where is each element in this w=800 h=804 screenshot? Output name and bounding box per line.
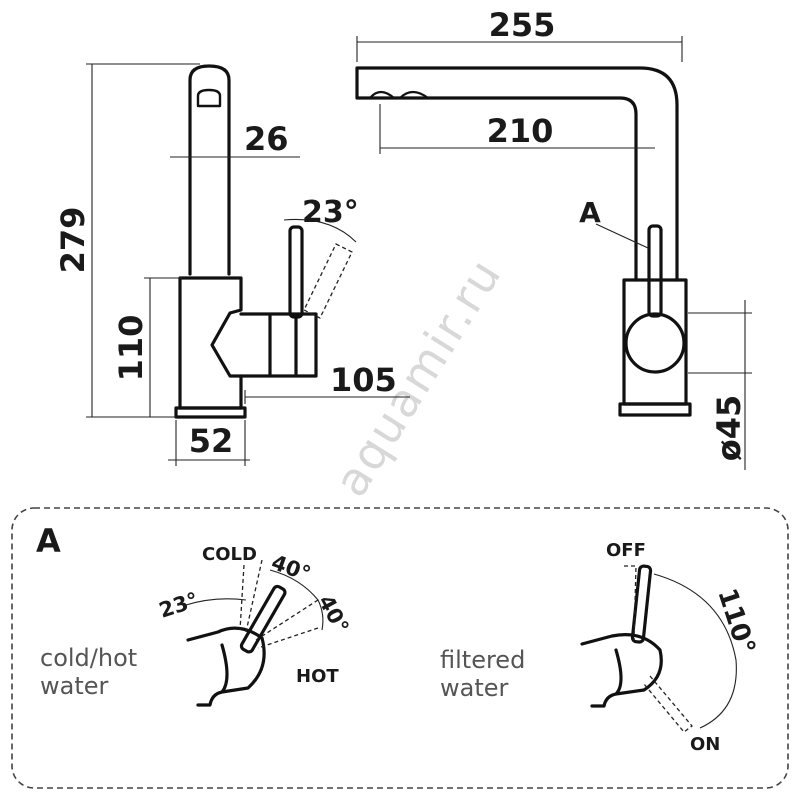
side-view (174, 64, 353, 419)
mixer-body-sketch (186, 626, 266, 707)
mixer-angle-hot: 40° (314, 591, 354, 637)
dim-tilt-23: 23° (302, 195, 359, 230)
dim-height-279: 279 (54, 207, 92, 274)
side-lever (288, 225, 304, 319)
dim-spout-26: 26 (244, 120, 289, 158)
filter-body-sketch (580, 633, 663, 708)
front-knob (624, 312, 686, 374)
side-handle-joint (239, 312, 318, 378)
mixer-lever (239, 584, 287, 654)
hot-label: HOT (296, 666, 339, 687)
cold-label: COLD (202, 544, 257, 565)
dim-reach-210: 210 (487, 112, 554, 150)
front-dimensions: 255 210 ø45 (356, 6, 752, 470)
dim-base-52: 52 (189, 422, 234, 460)
mixer-caption-line2: water (40, 672, 109, 700)
detail-title: A (36, 522, 61, 560)
filter-caption-line2: water (440, 674, 509, 702)
dim-diameter-45: ø45 (710, 395, 748, 462)
filter-lever (630, 564, 653, 644)
mixer-angle-cold: 40° (268, 550, 314, 586)
front-base (618, 402, 692, 417)
callout-a-marker: A (579, 196, 601, 229)
dim-offset-105: 105 (330, 361, 397, 399)
mixer-lever-positions (239, 559, 319, 649)
off-label: OFF (606, 540, 646, 561)
front-spout-arm (355, 66, 679, 282)
filter-caption-line1: filtered (440, 646, 525, 674)
dim-body-110: 110 (112, 315, 150, 382)
filter-detail: filtered water OFF ON 110° (440, 540, 761, 755)
mixer-angle-tilt: 23° (156, 588, 201, 623)
dim-width-255: 255 (489, 6, 556, 44)
filter-angle-range: 110° (711, 585, 760, 658)
front-body (622, 278, 688, 406)
front-view: A (355, 66, 692, 417)
side-spout-tube (188, 64, 231, 276)
side-base (174, 406, 247, 419)
front-nozzles (368, 90, 430, 100)
side-lever-tilted (303, 243, 353, 319)
on-label: ON (690, 734, 720, 755)
side-dimensions: 279 110 26 23° 105 52 (54, 63, 410, 466)
side-spout-tip (196, 88, 222, 108)
filter-lever-positions (624, 565, 693, 733)
mixer-caption-line1: cold/hot (40, 644, 137, 672)
side-body (178, 276, 243, 410)
front-lever (647, 224, 663, 318)
mixer-detail: cold/hot water COLD HOT 23° 40° 40° (40, 544, 354, 707)
detail-box (11, 507, 789, 789)
